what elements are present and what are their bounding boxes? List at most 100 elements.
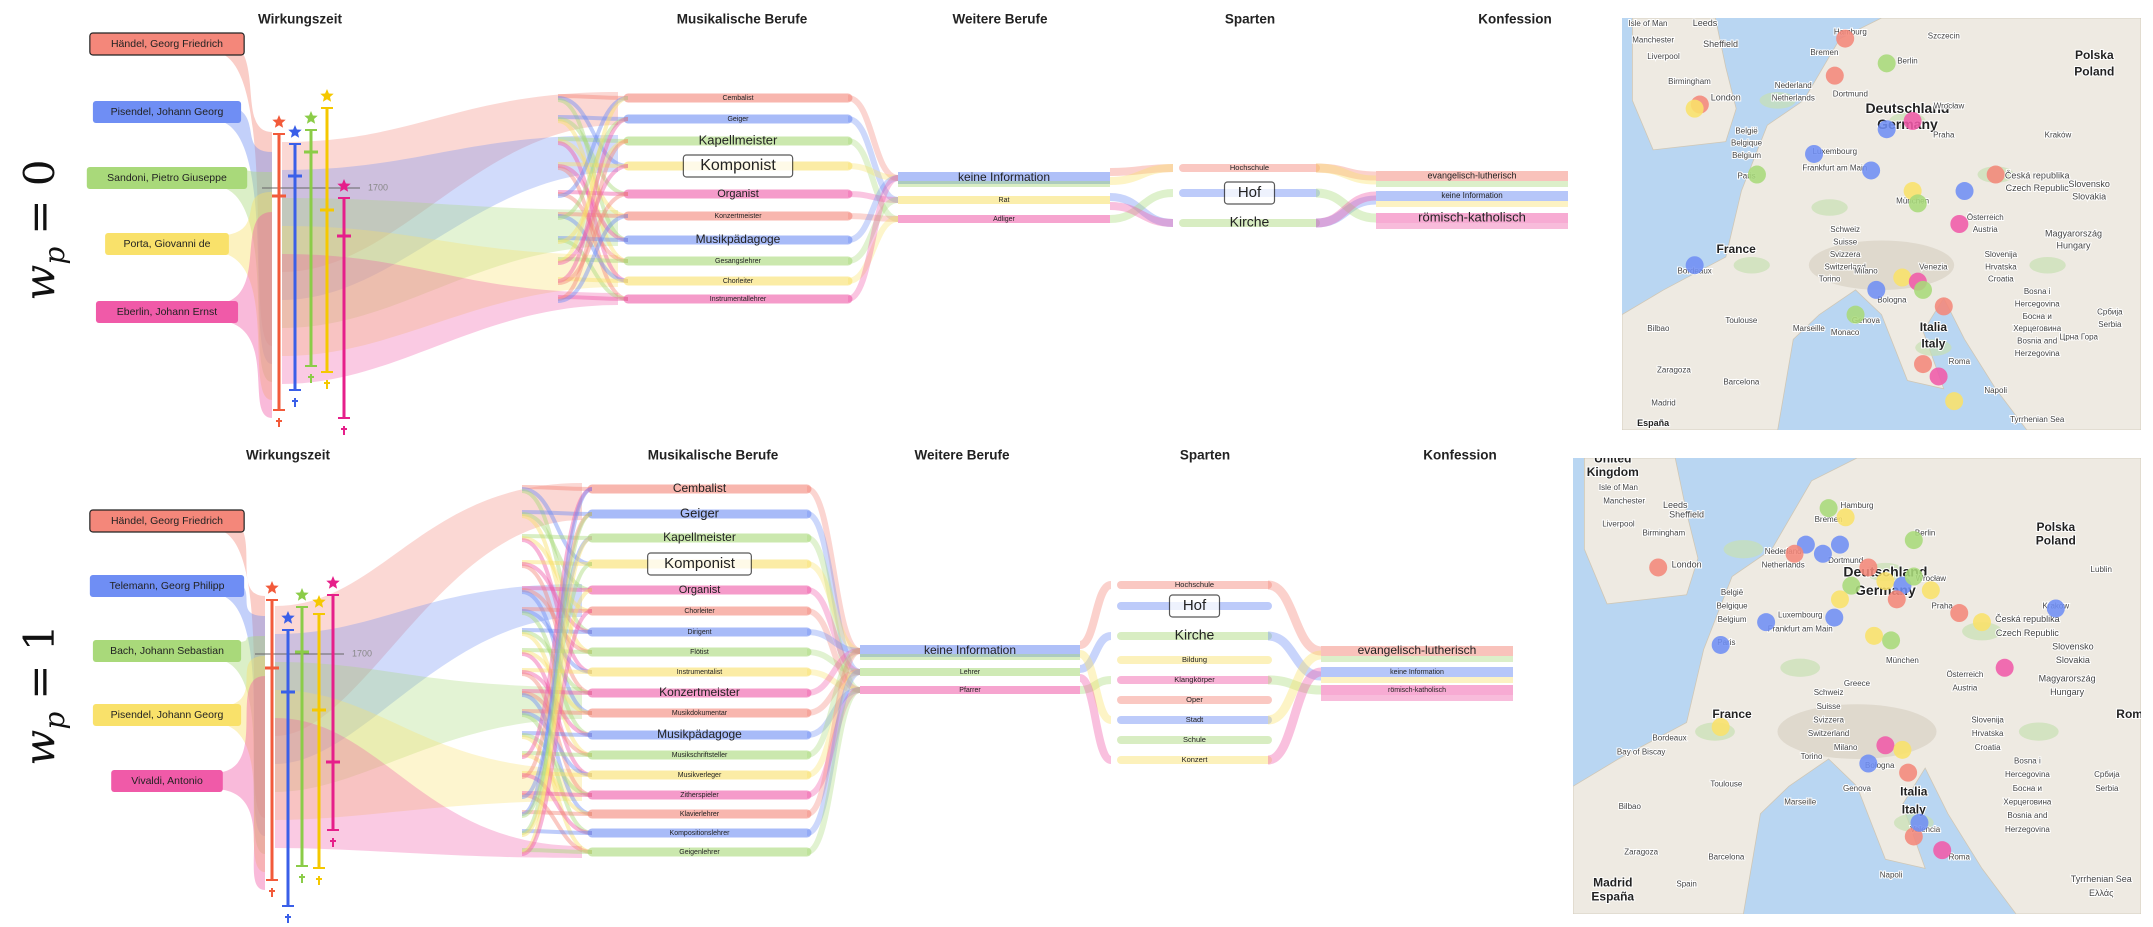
- profession-link: [521, 773, 593, 835]
- location-marker[interactable]: [1950, 604, 1969, 623]
- location-marker[interactable]: [1972, 613, 1991, 632]
- location-marker[interactable]: [1877, 54, 1896, 73]
- profession-link: [521, 590, 593, 715]
- location-marker[interactable]: [1862, 161, 1881, 180]
- person-label[interactable]: Händel, Georg Friedrich: [89, 509, 245, 533]
- profession-label: Musikpädagoge: [657, 727, 742, 741]
- sector-label: Hochschule: [1175, 580, 1214, 589]
- location-marker[interactable]: [1825, 66, 1844, 85]
- lifetime-line: [320, 89, 334, 389]
- location-marker[interactable]: [1685, 99, 1704, 118]
- profession-link: [557, 257, 629, 263]
- location-marker[interactable]: [1914, 355, 1933, 374]
- location-marker[interactable]: [1904, 567, 1923, 586]
- location-marker[interactable]: [1842, 576, 1861, 595]
- person-label[interactable]: Pisendel, Johann Georg: [92, 704, 242, 726]
- sector-link: [1079, 676, 1112, 694]
- profession-label: Organist: [717, 188, 759, 200]
- map-place-label: Magyarország: [2045, 228, 2102, 238]
- time-profession-ribbon: [282, 254, 618, 384]
- profession-link: [847, 197, 899, 264]
- profession-link: [521, 672, 593, 797]
- location-marker[interactable]: [1805, 144, 1824, 163]
- person-label[interactable]: Vivaldi, Antonio: [111, 770, 223, 792]
- location-marker[interactable]: [1921, 581, 1940, 600]
- location-marker[interactable]: [1865, 626, 1884, 645]
- profession-label: Konzertmeister: [659, 685, 740, 699]
- location-marker[interactable]: [1910, 813, 1929, 832]
- location-marker[interactable]: [1955, 182, 1974, 201]
- location-marker[interactable]: [1876, 572, 1895, 591]
- location-marker[interactable]: [1934, 297, 1953, 316]
- location-marker[interactable]: [1757, 613, 1776, 632]
- location-marker[interactable]: [1685, 256, 1704, 275]
- map-place-label: Zaragoza: [1624, 848, 1658, 857]
- location-marker[interactable]: [1877, 120, 1896, 139]
- location-marker[interactable]: [1825, 608, 1844, 627]
- location-marker[interactable]: [1929, 367, 1948, 386]
- map-place-label: Босна и: [2023, 312, 2052, 321]
- map-place-label: Berlin: [1897, 56, 1917, 65]
- location-marker[interactable]: [1830, 535, 1849, 554]
- profession-link: [521, 512, 593, 835]
- person-label[interactable]: Händel, Georg Friedrich: [89, 32, 245, 56]
- location-marker[interactable]: [1893, 268, 1912, 287]
- location-marker[interactable]: [1813, 544, 1832, 563]
- location-marker[interactable]: [1893, 740, 1912, 759]
- forest-area: [2029, 256, 2066, 274]
- location-marker[interactable]: [1846, 305, 1865, 324]
- location-marker[interactable]: [1914, 280, 1933, 299]
- map-place-label: London: [1711, 92, 1741, 102]
- location-marker[interactable]: [1747, 165, 1766, 184]
- confession-label: evangelisch-lutherisch: [1427, 170, 1516, 180]
- person-label[interactable]: Pisendel, Johann Georg: [92, 101, 242, 123]
- lifetime-line: [295, 588, 309, 883]
- location-marker[interactable]: [1904, 827, 1923, 846]
- location-marker[interactable]: [1945, 392, 1964, 411]
- column-header: Sparten: [1180, 448, 1230, 463]
- person-label[interactable]: Porta, Giovanni de: [105, 233, 229, 255]
- location-marker[interactable]: [1908, 194, 1927, 213]
- location-marker[interactable]: [1867, 280, 1886, 299]
- location-marker[interactable]: [1986, 165, 2005, 184]
- location-marker[interactable]: [1950, 215, 1969, 233]
- location-marker[interactable]: [1933, 841, 1952, 860]
- location-marker[interactable]: [1887, 590, 1906, 609]
- birth-star-icon: [320, 89, 334, 102]
- location-marker[interactable]: [1711, 718, 1730, 737]
- profession-link: [521, 487, 593, 566]
- map-place-label: Manchester: [1632, 36, 1674, 45]
- map-place-label: Serbia: [2098, 320, 2122, 329]
- map-place-label: Napoli: [1880, 871, 1903, 880]
- location-marker[interactable]: [1785, 544, 1804, 563]
- death-cross-icon: [276, 418, 282, 427]
- other-profession-label: Pfarrer: [959, 687, 981, 694]
- location-marker[interactable]: [1876, 736, 1895, 755]
- location-marker[interactable]: [1903, 112, 1922, 130]
- location-marker[interactable]: [1859, 558, 1878, 577]
- profession-link: [847, 216, 899, 284]
- person-label[interactable]: Sandoni, Pietro Giuseppe: [86, 167, 248, 189]
- profession-label: Kapellmeister: [699, 132, 778, 147]
- person-label[interactable]: Bach, Johann Sebastian: [92, 640, 242, 662]
- person-label-box: [105, 233, 229, 255]
- location-marker[interactable]: [1649, 558, 1668, 577]
- location-marker[interactable]: [1836, 29, 1855, 48]
- map-place-label: Italia: [1900, 784, 1928, 798]
- location-marker[interactable]: [1830, 590, 1849, 609]
- person-label[interactable]: Telemann, Georg Philipp: [89, 575, 245, 597]
- location-marker[interactable]: [2046, 599, 2065, 618]
- location-marker[interactable]: [1899, 763, 1918, 782]
- location-marker[interactable]: [1904, 531, 1923, 550]
- location-marker[interactable]: [1819, 499, 1838, 518]
- person-label-box: [92, 640, 242, 662]
- location-marker[interactable]: [1995, 658, 2014, 677]
- person-label[interactable]: Eberlin, Johann Ernst: [95, 301, 239, 323]
- location-marker[interactable]: [1836, 508, 1855, 527]
- location-marker[interactable]: [1882, 631, 1901, 650]
- location-marker[interactable]: [1859, 754, 1878, 773]
- person-name: Telemann, Georg Philipp: [110, 580, 225, 592]
- location-marker[interactable]: [1711, 635, 1730, 654]
